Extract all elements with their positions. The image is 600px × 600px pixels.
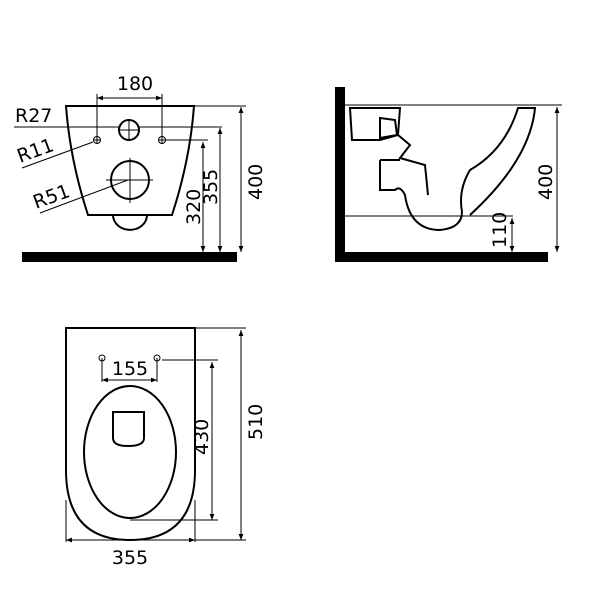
dim-180: 180	[117, 73, 153, 95]
dim-155: 155	[112, 358, 148, 380]
dim-320: 320	[183, 189, 205, 225]
floor-side	[335, 252, 548, 262]
dim-355-width: 355	[112, 547, 148, 569]
bowl-opening	[112, 411, 145, 448]
top-view: 155 430 510 355	[65, 327, 267, 569]
bowl-trap-outline	[379, 107, 537, 232]
side-view: 400 110	[335, 87, 562, 262]
wall	[335, 87, 345, 262]
seat-outline	[83, 385, 177, 519]
front-view: 180 R27 R11 R51 320 355 400	[14, 73, 267, 262]
dim-400-side: 400	[535, 164, 557, 200]
dim-430: 430	[191, 419, 213, 455]
bowl-foot	[112, 214, 148, 231]
inlet	[348, 107, 402, 141]
bowl-front-outline	[64, 105, 196, 216]
dim-510: 510	[245, 404, 267, 440]
dim-110: 110	[489, 212, 511, 248]
dim-400-front: 400	[245, 164, 267, 200]
floor	[22, 252, 237, 262]
label-r27: R27	[15, 105, 52, 127]
dim-355: 355	[200, 169, 222, 205]
